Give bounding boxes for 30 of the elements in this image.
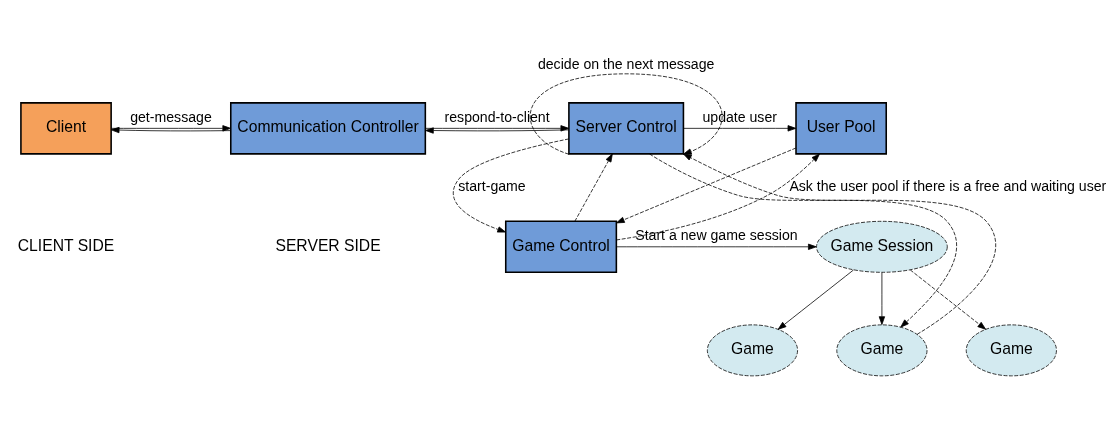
edge-label: get-message [130, 108, 212, 125]
edge-label: start-game [458, 178, 526, 195]
arrow [453, 138, 570, 233]
arrow [777, 269, 854, 330]
label: CLIENT SIDE [17, 236, 115, 254]
arrow [649, 153, 958, 328]
node-ellipse: Game Session [816, 220, 948, 273]
node-ellipse: Game [836, 324, 928, 377]
edge-label: decide on the next message [537, 56, 715, 73]
arrow [909, 269, 987, 330]
node-box: Communication Controller [230, 102, 427, 155]
node-box: User Pool [795, 102, 887, 155]
arrow [529, 73, 723, 155]
arrow [683, 125, 797, 132]
edge-label: Start a new game session [635, 227, 798, 244]
node-box: Client [20, 102, 112, 155]
edge-label: respond-to-client [444, 108, 550, 125]
node-box: Server Control [568, 102, 685, 155]
node-box: Game Control [504, 220, 618, 274]
arrow [616, 243, 817, 250]
arrow [878, 272, 886, 325]
label: SERVER SIDE [275, 236, 381, 254]
node-ellipse: Game [706, 324, 798, 377]
arrow [574, 153, 613, 222]
edge-label: Ask the user pool if there is a free and waiting user [789, 178, 1107, 195]
arrow [683, 153, 996, 335]
arrow [616, 147, 797, 224]
node-ellipse: Game [965, 324, 1057, 377]
arrow [616, 153, 820, 241]
edge-label: update user [702, 108, 777, 125]
